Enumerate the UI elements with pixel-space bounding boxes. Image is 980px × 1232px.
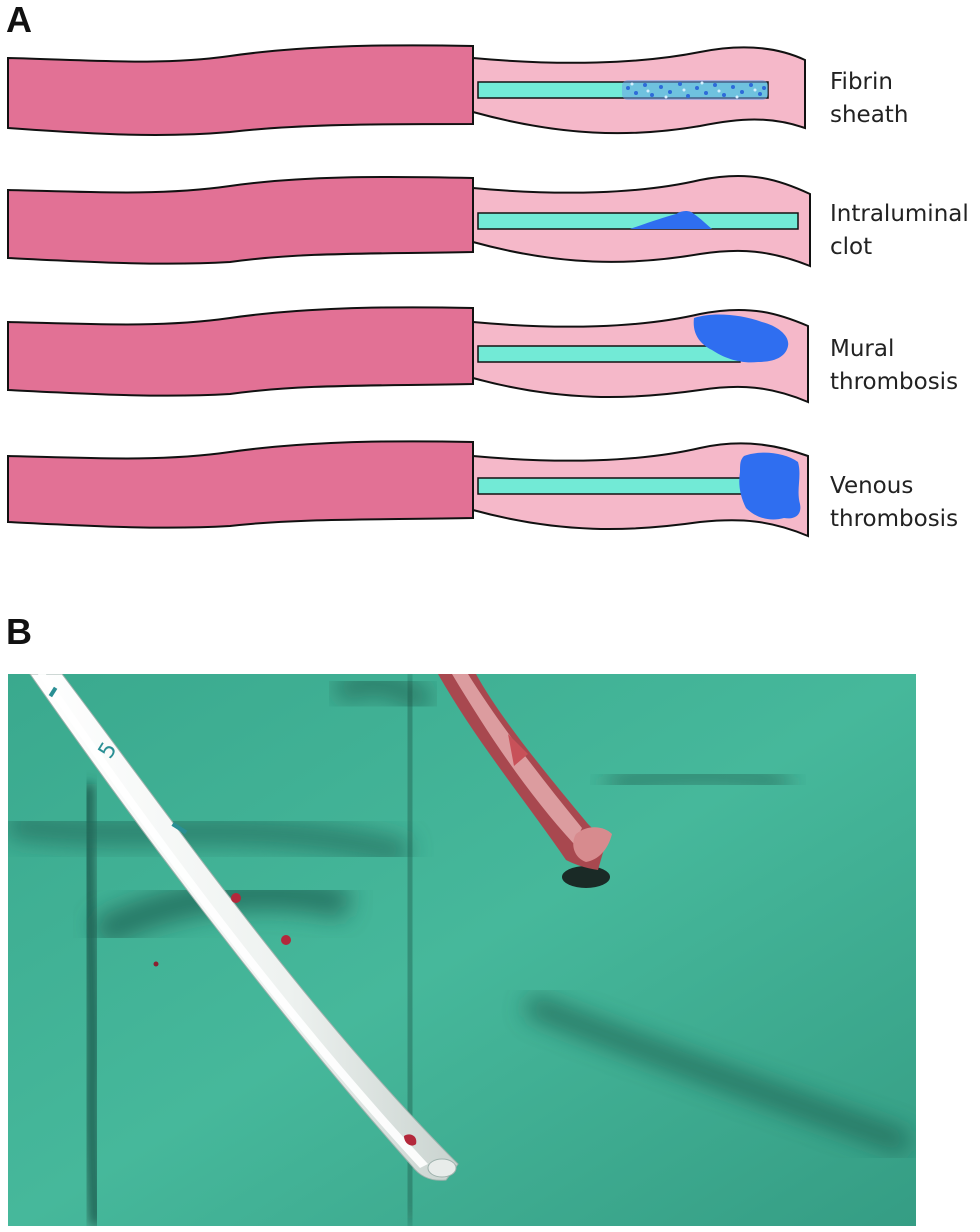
mural-thrombus-shape <box>693 314 789 363</box>
label-line: Fibrin <box>830 69 893 95</box>
drape-hole <box>562 866 610 888</box>
row-mural-thrombosis <box>7 306 809 404</box>
outer-catheter-tube <box>7 44 474 136</box>
inner-catheter <box>477 345 741 363</box>
outer-catheter-tube <box>7 306 474 397</box>
catheter-complication-diagram <box>7 44 811 538</box>
label-mural-thrombosis: Mural thrombosis <box>830 333 958 399</box>
fibrin-sheath-coating <box>622 80 768 100</box>
blood-spot <box>231 893 241 903</box>
blood-spot <box>153 961 159 967</box>
intraluminal-clot-shape <box>630 211 712 229</box>
label-intraluminal-clot: Intraluminal clot <box>830 198 969 264</box>
outer-catheter-tube <box>7 440 474 529</box>
label-line: thrombosis <box>830 506 959 532</box>
label-line: Intraluminal <box>830 201 969 227</box>
label-line: Venous <box>830 473 914 499</box>
row-venous-thrombosis <box>7 440 809 538</box>
inner-catheter <box>477 477 747 495</box>
outer-catheter-tube <box>7 175 474 265</box>
surgical-drape <box>8 674 916 1226</box>
catheter-photo: 5 I <box>8 674 916 1226</box>
label-line: Mural <box>830 336 895 362</box>
catheter-tip <box>427 1158 457 1178</box>
blood-spot <box>404 1134 417 1146</box>
label-line: thrombosis <box>830 369 959 395</box>
label-line: sheath <box>830 102 909 128</box>
blood-spot <box>281 935 291 945</box>
row-fibrin-sheath <box>7 44 806 136</box>
venous-thrombus-shape <box>739 452 801 520</box>
panel-a-letter: A <box>6 0 32 40</box>
label-line: clot <box>830 234 873 260</box>
bloody-catheter <box>438 674 612 888</box>
row-intraluminal-clot <box>7 174 811 268</box>
label-fibrin-sheath: Fibrin sheath <box>830 66 908 132</box>
label-venous-thrombosis: Venous thrombosis <box>830 470 958 536</box>
white-catheter: 5 I <box>29 674 459 1181</box>
panel-b-letter: B <box>6 611 32 652</box>
